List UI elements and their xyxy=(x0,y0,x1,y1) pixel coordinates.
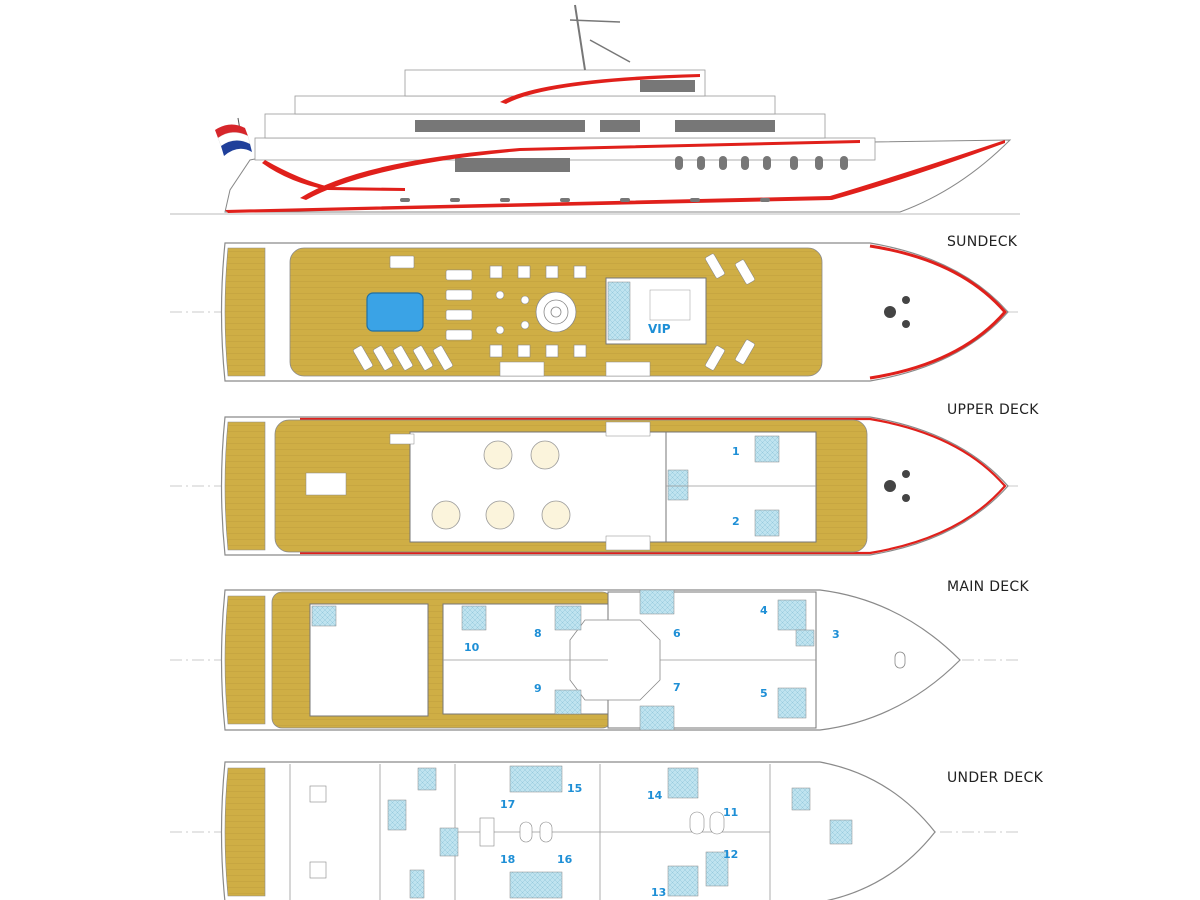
deck-label-sundeck: SUNDECK xyxy=(947,234,1018,250)
cabin-number: 5 xyxy=(760,687,768,700)
cabin-number: 18 xyxy=(500,853,515,866)
deck-label-under-deck: UNDER DECK xyxy=(947,770,1044,786)
cabin-number: 3 xyxy=(832,628,840,641)
cabin-number: 17 xyxy=(500,798,515,811)
cabin-number: 6 xyxy=(673,627,681,640)
ship-side-profile xyxy=(170,4,1020,215)
cabin-number: 16 xyxy=(557,853,573,866)
deck-label-main-deck: MAIN DECK xyxy=(947,579,1029,595)
sundeck-plan xyxy=(170,242,1020,382)
cabin-number: 2 xyxy=(732,515,740,528)
cabin-number: 9 xyxy=(534,682,542,695)
cabin-number: 15 xyxy=(567,782,582,795)
cabin-number: 8 xyxy=(534,627,542,640)
cabin-number: 11 xyxy=(723,806,738,819)
vip-label: VIP xyxy=(648,322,671,336)
upper-deck-plan xyxy=(170,416,1020,556)
cabin-numbers: VIP 1 2 10 8 9 6 7 4 3 5 17 15 18 16 14 … xyxy=(464,322,840,899)
cabin-number: 1 xyxy=(732,445,740,458)
pool xyxy=(366,292,424,332)
main-deck-plan xyxy=(170,589,1020,731)
cabin-number: 4 xyxy=(760,604,768,617)
croatian-flag-icon xyxy=(215,117,252,156)
cabin-number: 7 xyxy=(673,681,681,694)
cabin-number: 13 xyxy=(651,886,666,899)
deck-label-upper-deck: UPPER DECK xyxy=(947,402,1039,418)
cabin-number: 12 xyxy=(723,848,738,861)
under-deck-plan xyxy=(170,761,1020,900)
cabin-number: 10 xyxy=(464,641,480,654)
cabin-number: 14 xyxy=(647,789,663,802)
